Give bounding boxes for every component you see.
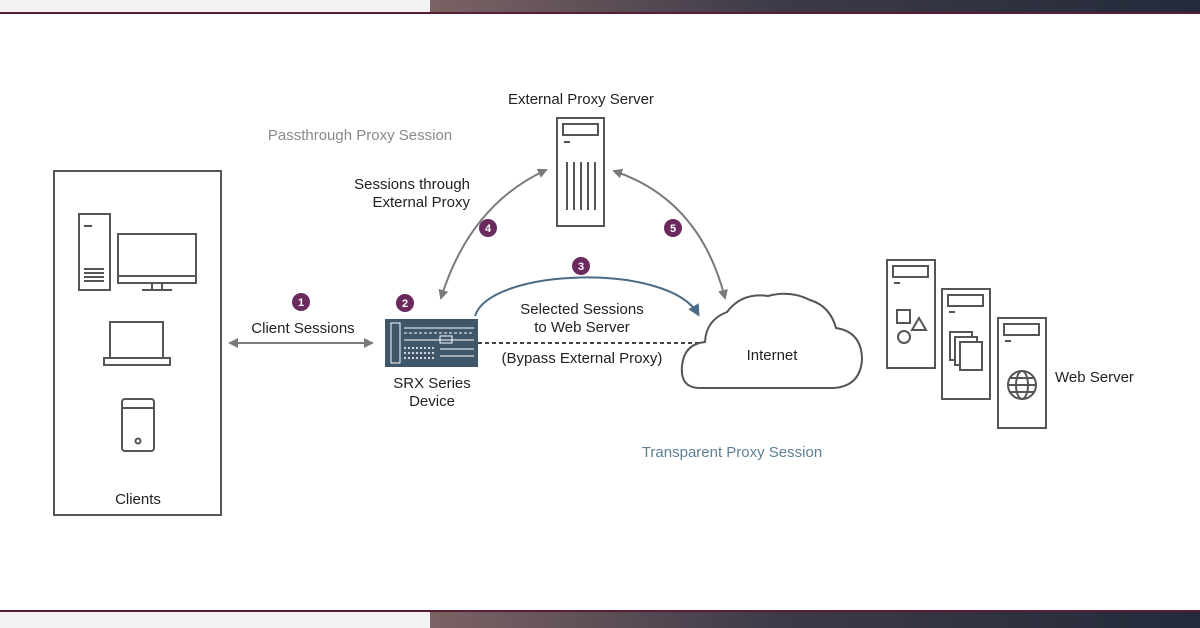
server-documents-icon [941,288,991,400]
client-sessions-label: Client Sessions [251,320,354,337]
phone-icon [121,398,155,452]
svg-text:4: 4 [485,223,492,235]
badge-5: 5 [664,219,682,237]
sessions-through-line1: Sessions through [354,176,470,193]
passthrough-session-label: Passthrough Proxy Session [268,127,452,144]
svg-text:1: 1 [298,297,304,309]
badge-1: 1 [292,293,310,311]
bypass-label: (Bypass External Proxy) [502,350,663,367]
monitor-icon [117,233,197,291]
svg-text:2: 2 [402,298,408,310]
proxy-server-icon [556,117,605,227]
sessions-through-line2: External Proxy [372,194,470,211]
badge-2: 2 [396,294,414,312]
proxy-to-internet-arrow [612,168,728,300]
bypass-arrow [474,276,700,317]
laptop-icon [103,321,171,366]
tower-pc-icon [78,213,111,291]
server-globe-icon [997,317,1047,429]
selected-sessions-line1: Selected Sessions [520,301,643,318]
internet-label: Internet [747,347,799,364]
badge-3: 3 [572,257,590,275]
svg-text:3: 3 [578,261,584,273]
selected-sessions-line2: to Web Server [534,319,630,336]
transparent-session-label: Transparent Proxy Session [642,444,822,461]
server-shapes-icon [886,259,936,369]
cloud-icon [680,292,864,389]
web-server-label: Web Server [1055,369,1134,386]
srx-to-proxy-arrow [438,168,548,300]
top-banner [0,0,1200,14]
external-proxy-server-label: External Proxy Server [508,91,654,108]
bottom-banner [0,610,1200,628]
clients-box [53,170,222,516]
srx-label-line1: SRX Series [393,375,471,392]
svg-text:5: 5 [670,223,676,235]
srx-label-line2: Device [409,393,455,410]
srx-device-icon [385,319,478,367]
clients-label: Clients [115,491,161,508]
badge-4: 4 [479,219,497,237]
